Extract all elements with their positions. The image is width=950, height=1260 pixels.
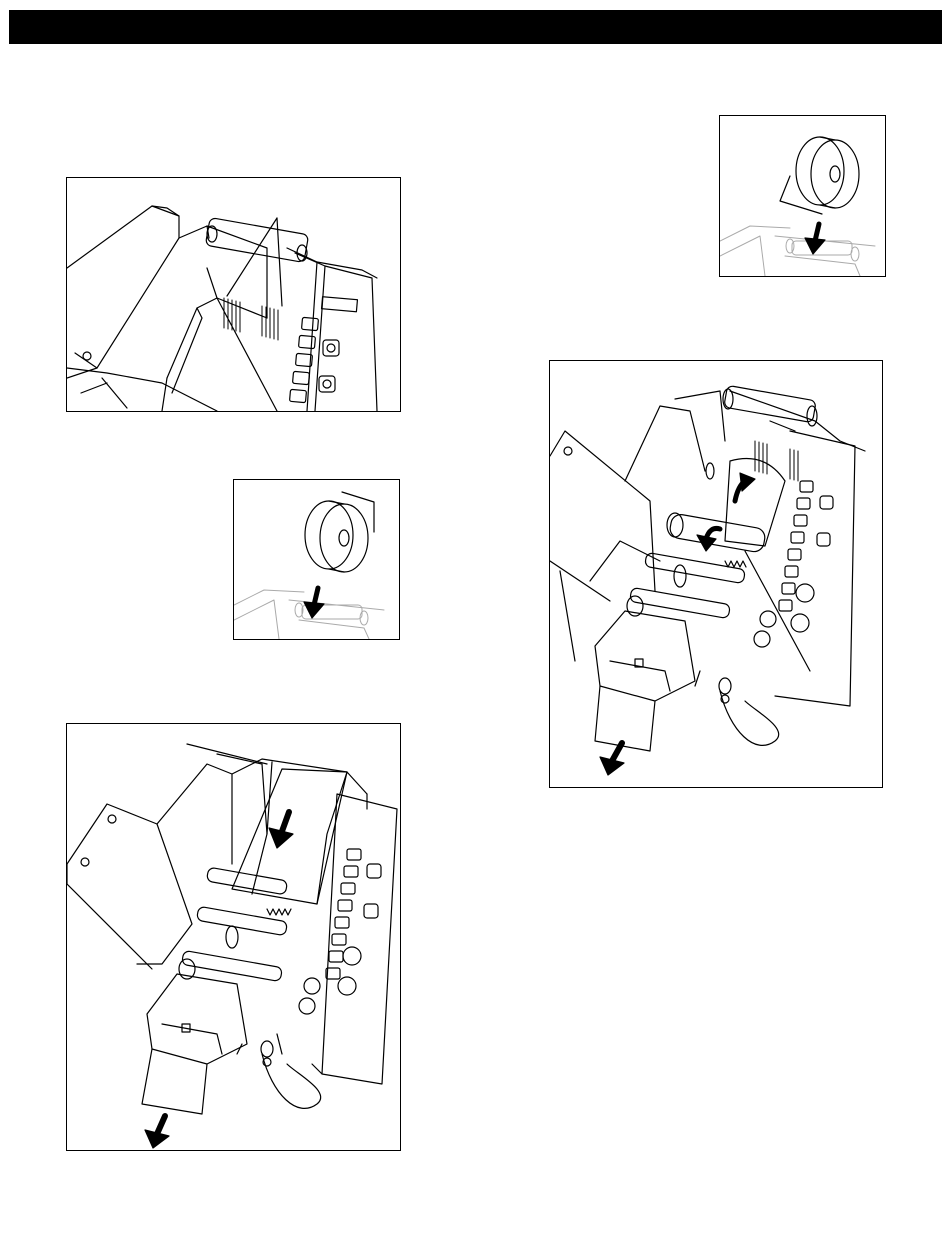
curved-arrow-icon bbox=[735, 473, 755, 501]
exit-arrow-icon bbox=[145, 1116, 169, 1148]
tape-roll-icon bbox=[780, 137, 859, 214]
figure-dispenser-thread-roller bbox=[549, 360, 883, 788]
callout-lines bbox=[227, 218, 282, 306]
figure-tape-roll-insert-2 bbox=[719, 115, 886, 277]
figure-dispenser-tape-feed bbox=[66, 723, 401, 1151]
figure-tape-roll-insert-1 bbox=[233, 479, 400, 640]
down-arrow-icon bbox=[805, 224, 825, 254]
callout-line bbox=[745, 551, 810, 671]
dispenser-body-drawing bbox=[67, 206, 377, 411]
curved-arrow-icon bbox=[697, 528, 720, 551]
exit-arrow-icon bbox=[600, 743, 624, 775]
callout-line bbox=[187, 744, 267, 764]
power-cord-icon bbox=[261, 1041, 321, 1108]
tape-roll-icon bbox=[305, 492, 374, 572]
machine-outline-faint bbox=[234, 590, 384, 639]
power-cord-icon bbox=[719, 678, 779, 745]
feed-arrow-icon bbox=[269, 812, 293, 848]
dispenser-body-drawing bbox=[550, 385, 865, 751]
machine-outline-faint bbox=[720, 226, 875, 276]
dispenser-body-drawing bbox=[67, 754, 397, 1114]
page-header-bar bbox=[9, 10, 942, 44]
figure-dispenser-open-chamber bbox=[66, 177, 401, 412]
